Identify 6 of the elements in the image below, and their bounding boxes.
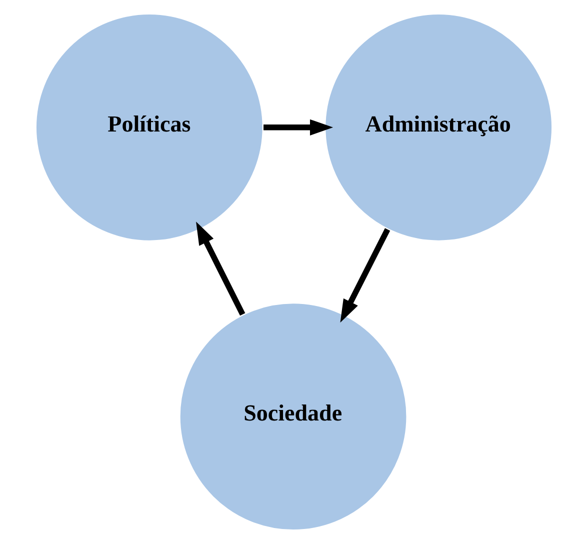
node-circle: Políticas xyxy=(34,13,264,242)
node-circle: Sociedade xyxy=(178,302,408,531)
arrow xyxy=(340,228,390,323)
arrow xyxy=(263,119,333,136)
node-circle: Administração xyxy=(324,13,552,242)
arrow xyxy=(196,222,245,316)
